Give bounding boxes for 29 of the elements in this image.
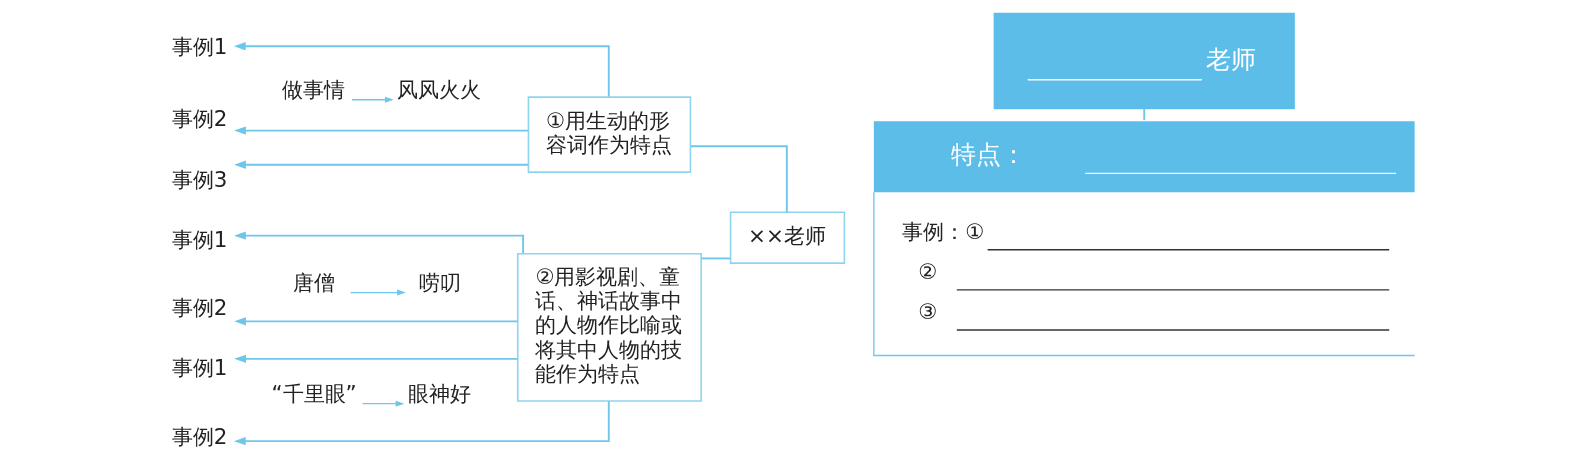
node-text: 事例2 (171, 295, 227, 321)
arrow (233, 160, 529, 169)
node-box: ②用影视剧、童话、神话故事中的人物作比喻或将其中人物的技能作为特点 (516, 252, 702, 402)
connector (700, 257, 731, 260)
node-text: 唐僧 (292, 269, 335, 295)
node-text: “千里眼” (270, 380, 357, 406)
node-text: 唠叨 (418, 269, 461, 295)
node-text: 事例1 (171, 226, 227, 252)
node-text: 眼神好 (407, 380, 471, 406)
arrow (349, 289, 406, 296)
arrow (361, 400, 404, 407)
node-text: 事例1 (171, 355, 227, 381)
arrow (233, 400, 610, 446)
node-text: 事例1 (171, 34, 227, 59)
node-text: 风风火火 (396, 76, 481, 102)
arrow (350, 96, 394, 103)
node-box: ①用生动的形容词作为特点 (527, 96, 691, 173)
node-box: 老师 (993, 12, 1295, 110)
node-text: 事例2 (171, 106, 227, 132)
connector (689, 145, 788, 214)
arrow (233, 42, 610, 98)
node-text: 事例3 (171, 166, 227, 192)
connector (1142, 107, 1145, 122)
arrow (233, 354, 519, 363)
node-text: 事例2 (171, 423, 227, 449)
node-box: ××老师 (729, 211, 845, 264)
arrow (233, 126, 529, 135)
node-text: 做事情 (281, 76, 345, 102)
arrow (233, 317, 519, 326)
